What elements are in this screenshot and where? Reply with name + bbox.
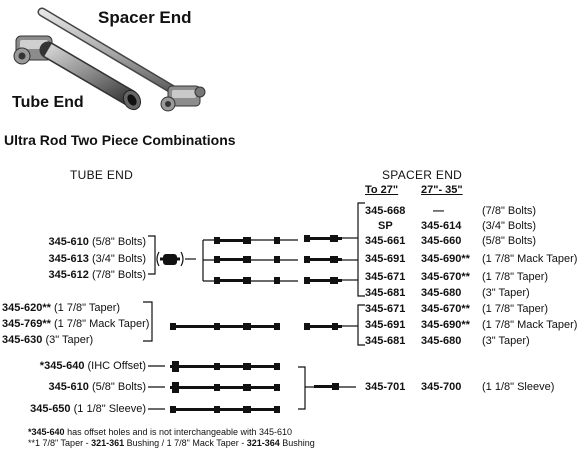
spacer-end-label: Spacer End <box>98 8 192 27</box>
spacer-to27-cell: 345-681 <box>365 335 406 347</box>
spacer-r27-cell: — <box>433 205 444 217</box>
spacer-desc-cell: (3/4" Bolts) <box>482 220 537 232</box>
spacer-desc-cell: (1 7/8" Taper) <box>482 303 549 315</box>
tube-rod-illustration <box>13 35 142 111</box>
tube-group3-row-2: 345-610 (5/8" Bolts) <box>48 381 146 393</box>
spacer-r27-cell: 345-614 <box>421 220 462 232</box>
spacer-r27-cell: 345-700 <box>421 381 462 393</box>
spacer-to27-cell: 345-701 <box>365 381 406 393</box>
spacer-to27-cell: 345-671 <box>365 271 406 283</box>
group1-rod-segments <box>214 235 358 284</box>
tube-group3-row-3: 345-650 (1 1/8" Sleeve) <box>30 403 146 415</box>
spacer-r27-cell: 345-670** <box>421 271 470 283</box>
spacer-desc-cell: (3" Taper) <box>482 335 530 347</box>
spacer-to27-cell: 345-668 <box>365 205 406 217</box>
tube-group1-row-1: 345-610 (5/8" Bolts) <box>48 236 146 248</box>
group2-rod-segments <box>170 323 358 330</box>
to27-header: To 27" <box>365 184 399 196</box>
tube-group2-row-2: 345-769** (1 7/8" Mack Taper) <box>2 318 150 330</box>
spacer-to27-cell: 345-671 <box>365 303 406 315</box>
spacer-r27-cell: 345-680 <box>421 335 462 347</box>
footnote-1: *345-640 has offset holes and is not int… <box>28 427 293 437</box>
spacer-end-header: SPACER END <box>382 168 463 182</box>
spacer-desc-cell: (1 7/8" Taper) <box>482 271 549 283</box>
spacer-desc-cell: (1 7/8" Mack Taper) <box>482 319 578 331</box>
spacer-to27-cell: 345-691 <box>365 319 406 331</box>
diagram-title: Ultra Rod Two Piece Combinations <box>4 132 236 148</box>
spacer-r27-cell: 345-670** <box>421 303 470 315</box>
spacer-r27-cell: 345-690** <box>421 319 470 331</box>
spacer-desc-cell: (1 1/8" Sleeve) <box>482 381 555 393</box>
group1-rod-end-icon <box>156 251 196 267</box>
footnote-2: **1 7/8" Taper - 321-361 Bushing / 1 7/8… <box>28 438 315 448</box>
spacer-desc-cell: (5/8" Bolts) <box>482 235 537 247</box>
tube-group2-row-3: 345-630 (3" Taper) <box>2 334 94 346</box>
spacer-to27-cell: 345-691 <box>365 253 406 265</box>
spacer-desc-cell: (3" Taper) <box>482 287 530 299</box>
spacer-to27-cell: 345-661 <box>365 235 406 247</box>
spacer-r27-cell: 345-660 <box>421 235 462 247</box>
spacer-r27-cell: 345-680 <box>421 287 462 299</box>
group3-rod-segments <box>148 361 356 413</box>
tube-group1-row-3: 345-612 (7/8" Bolts) <box>48 269 146 281</box>
spacer-to27-cell: SP <box>378 220 393 232</box>
tube-group1-row-2: 345-613 (3/4" Bolts) <box>48 253 146 265</box>
tube-group3-row-1: *345-640 (IHC Offset) <box>39 360 146 372</box>
tube-end-label: Tube End <box>12 94 84 111</box>
spacer-rod-illustration <box>37 7 206 112</box>
r27-35-header: 27"- 35" <box>421 184 463 196</box>
spacer-r27-cell: 345-690** <box>421 253 470 265</box>
tube-end-header: TUBE END <box>70 168 134 182</box>
spacer-desc-cell: (1 7/8" Mack Taper) <box>482 253 578 265</box>
spacer-desc-cell: (7/8" Bolts) <box>482 205 537 217</box>
tube-group2-row-1: 345-620** (1 7/8" Taper) <box>2 302 121 314</box>
spacer-to27-cell: 345-681 <box>365 287 406 299</box>
